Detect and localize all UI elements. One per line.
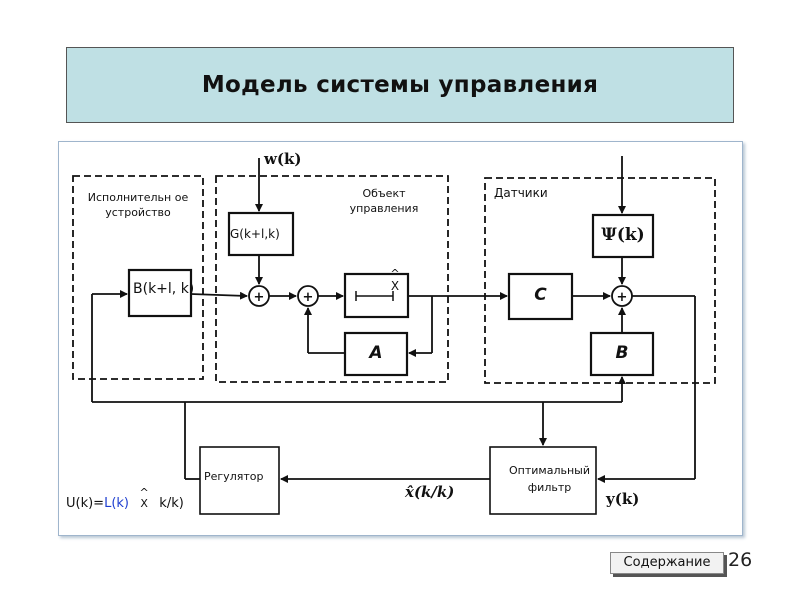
control-law-var: ^ X: [133, 486, 155, 511]
regulator-block: [199, 446, 280, 515]
filter-block: [489, 446, 597, 515]
integrator-hat: ^: [390, 267, 400, 280]
slide-title: Модель системы управления: [201, 72, 599, 98]
control-law-func: L(k): [104, 496, 130, 511]
bsens-block-label: B: [615, 343, 629, 363]
psi-block-label: Ψ(k): [601, 225, 645, 245]
sensors-label: Датчики: [494, 186, 548, 200]
g-block-label: G(k+l,k): [230, 227, 280, 241]
c-block-label: C: [534, 285, 547, 305]
g-block: [227, 211, 295, 257]
contents-link-button[interactable]: Содержание: [610, 552, 724, 574]
control-law-lhs: U(k)=: [66, 496, 105, 511]
control-law: U(k)=L(k) ^ X k/k): [66, 486, 206, 511]
integrator-label: X: [390, 279, 400, 293]
filter-label: Оптимальный фильтр: [509, 464, 590, 494]
actuator-label: Исполнительн ое устройство: [87, 191, 189, 219]
b-block: [127, 268, 193, 318]
title-box: Модель системы управления: [66, 47, 734, 123]
page-number: 26: [728, 549, 753, 571]
psi-block: [591, 213, 655, 259]
a-block: [343, 331, 409, 377]
sum-plus-2: +: [303, 290, 314, 305]
regulator-label: Регулятор: [204, 470, 264, 483]
object-region: [215, 175, 449, 383]
actuator-region: [72, 175, 204, 380]
a-block-label: A: [369, 343, 383, 363]
b-block-label: B(k+l, k): [133, 281, 195, 297]
control-law-rhs: k/k): [159, 496, 184, 511]
y-signal-label: y(k): [606, 490, 640, 508]
control-law-hat: ^: [139, 486, 149, 499]
xhat-signal-label: x̂(k/k): [405, 483, 455, 501]
w-signal-label: w(k): [264, 150, 302, 168]
sensor-region: [484, 177, 716, 384]
object-label: Объект управления: [349, 187, 419, 215]
diagram-frame: [58, 141, 743, 536]
sum-plus-3: +: [617, 290, 628, 305]
sum-plus-1: +: [254, 290, 265, 305]
